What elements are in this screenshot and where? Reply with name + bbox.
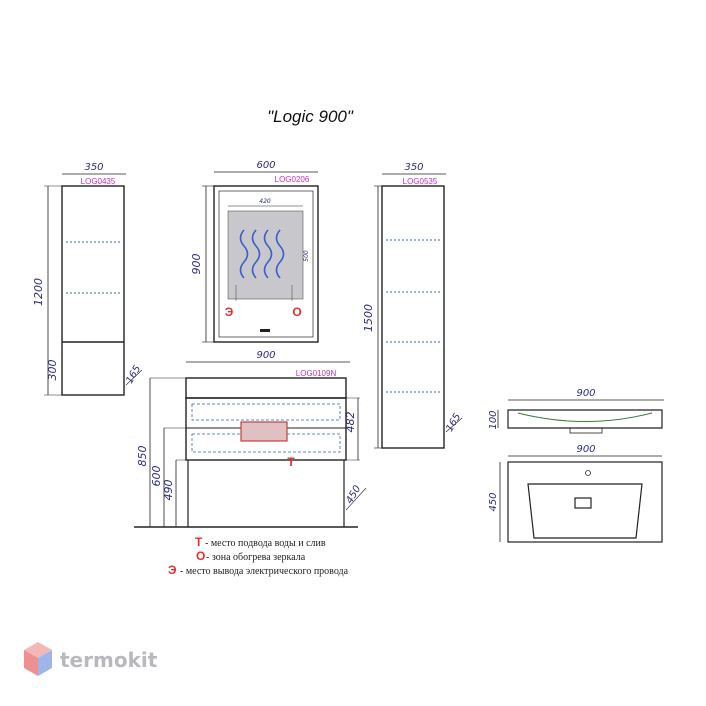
- tall-cabinet-depth: 165: [444, 412, 463, 434]
- light-switch-icon: [260, 329, 270, 332]
- legend-text-2: - зона обогрева зеркала: [206, 552, 306, 563]
- mirror-width: 600: [256, 160, 275, 171]
- vanity-height-490: 490: [162, 480, 175, 501]
- mirror-inner-height: 500: [303, 250, 310, 262]
- drawing-title: "Logic 900": [267, 107, 354, 126]
- tall-cabinet-height: 1500: [362, 304, 375, 332]
- vanity-width: 900: [256, 350, 275, 361]
- cube-icon: [24, 642, 52, 676]
- sink-side-view: 900 100: [488, 388, 664, 434]
- sink-top-depth: 450: [488, 492, 499, 511]
- vanity-code: LOG0109N: [296, 369, 337, 378]
- mirror-height: 900: [190, 254, 203, 275]
- sink-side-height: 100: [488, 410, 499, 429]
- mirror-mark-o: О: [292, 305, 301, 319]
- legend-key-1: Т: [195, 535, 203, 549]
- sink-side-width: 900: [576, 388, 595, 399]
- mirror: 600 LOG0206 420 500 Э О 900: [190, 160, 319, 343]
- vanity-height-total: 850: [136, 446, 149, 467]
- tall-cabinet-width: 350: [404, 162, 423, 173]
- tall-cabinet: 350 LOG0535 1500 165: [362, 162, 463, 449]
- mirror-inner-width: 420: [259, 198, 271, 205]
- legend-key-2: О: [196, 549, 205, 563]
- upper-cabinet: 350 LOG0435 1200 300 165: [32, 162, 143, 396]
- legend-text-1: - место подвода воды и слив: [205, 538, 326, 549]
- legend: Т - место подвода воды и слив О - зона о…: [168, 535, 349, 577]
- vanity-height-600: 600: [150, 466, 163, 487]
- vanity-depth: 450: [344, 484, 363, 506]
- upper-cabinet-width: 350: [84, 162, 103, 173]
- legend-text-3: - место вывода электрического провода: [180, 566, 349, 577]
- vanity: 900 LOG0109N Т 850 600 490 482 450: [134, 350, 367, 528]
- mirror-code: LOG0206: [275, 175, 310, 184]
- upper-cabinet-depth: 165: [124, 364, 143, 386]
- upper-cabinet-code: LOG0435: [81, 177, 116, 186]
- vanity-mark-t: Т: [287, 455, 295, 469]
- legend-key-3: Э: [168, 563, 177, 577]
- mirror-mark-e: Э: [225, 305, 234, 319]
- tall-cabinet-code: LOG0535: [403, 177, 438, 186]
- vanity-body-height: 482: [344, 412, 357, 433]
- sink-top-width: 900: [576, 444, 595, 455]
- heating-waves: [239, 229, 285, 279]
- brand-logo: termokit: [24, 642, 158, 676]
- drain-icon: [574, 497, 592, 509]
- brand-name: termokit: [60, 648, 158, 672]
- sink-top-view: 900 450: [488, 444, 663, 543]
- upper-cabinet-height: 1200: [32, 278, 45, 306]
- upper-cabinet-shelf-height: 300: [46, 360, 59, 381]
